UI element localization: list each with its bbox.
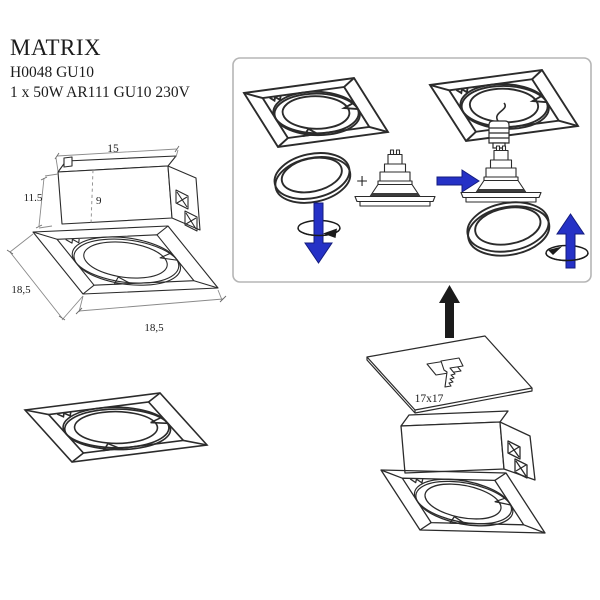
dimension-lines xyxy=(6,145,227,321)
fixture-housing-box xyxy=(57,155,201,232)
product-name: MATRIX xyxy=(10,35,102,60)
fixing-ring-2 xyxy=(466,201,551,257)
installed-fixture-drawing xyxy=(380,410,546,534)
product-header: MATRIX H0048 GU10 1 x 50W AR111 GU10 230… xyxy=(10,36,190,100)
fixture-perspective-drawing xyxy=(23,391,209,464)
dimensioned-drawing: 15 11.5 9 18,5 18,5 xyxy=(6,143,227,334)
rotate-remove-up-arrow-icon xyxy=(545,213,589,269)
step-insert-lamp: + xyxy=(242,76,436,264)
cutout-size-label: 17x17 xyxy=(415,393,444,405)
power-cable xyxy=(495,102,507,122)
dim-top-width: 15 xyxy=(107,143,119,155)
fixing-ring xyxy=(273,152,352,204)
fixture-housing-box-2 xyxy=(400,410,536,481)
ceiling-cutout-drawing: 17x17 xyxy=(366,335,533,414)
fixture-frame-drawing xyxy=(32,225,219,295)
cutout-saw-icon xyxy=(440,357,464,388)
rotate-insert-down-arrow-icon xyxy=(297,202,341,264)
assembly-instruction-panel: + xyxy=(232,57,592,283)
install-upward-arrow-icon xyxy=(439,285,460,338)
dim-left-side: 18,5 xyxy=(11,284,31,296)
product-model: H0048 GU10 xyxy=(10,64,94,81)
plus-icon: + xyxy=(356,169,368,193)
dim-bottom-width: 18,5 xyxy=(144,322,164,334)
step-lock-lamp xyxy=(428,68,589,269)
attach-lamp-right-arrow-icon xyxy=(436,169,480,193)
dim-left-height: 11.5 xyxy=(24,192,43,204)
product-spec: 1 x 50W AR111 GU10 230V xyxy=(10,83,190,101)
dim-inner-depth: 9 xyxy=(96,195,102,207)
fixture-frame-installed xyxy=(380,469,546,534)
